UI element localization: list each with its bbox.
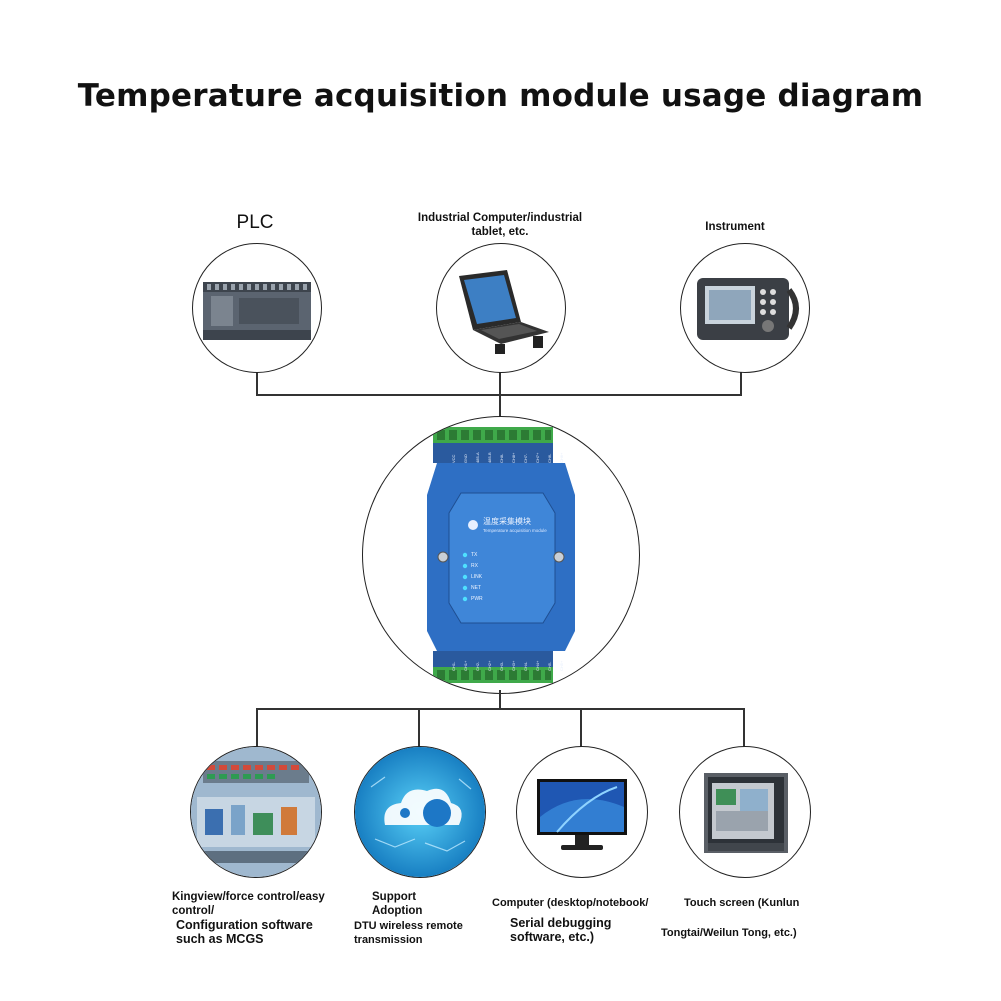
touch-screen-label-1: Touch screen (Kunlun	[684, 897, 800, 909]
top-terminal-label-9: CH6+	[559, 452, 564, 463]
plc-icon	[203, 282, 311, 340]
instrument-label: Instrument	[705, 221, 765, 233]
computer-drop-line-bottom	[580, 708, 582, 750]
instrument-icon	[697, 278, 799, 340]
computer-drop-line	[499, 372, 501, 394]
module-name-cn: 温度采集模块	[483, 517, 531, 526]
module-down-line	[499, 690, 501, 709]
top-terminal-label-7: CH7+	[535, 452, 540, 463]
top-terminal-label-6: CH7-	[523, 453, 528, 463]
bottom-terminal-label-4: CH3-	[499, 661, 504, 671]
led-label-tx: TX	[471, 552, 478, 558]
bottom-terminal-label-1: CH1+	[463, 660, 468, 671]
touch-panel-icon	[704, 773, 788, 853]
dtu-circle	[354, 746, 486, 878]
top-terminal-label-4: CH8-	[499, 453, 504, 463]
top-terminal-label-5: CH8+	[511, 452, 516, 463]
bottom-terminal-label-8: CH5-	[547, 661, 552, 671]
top-terminal-labels: VCC GND 485-A 485-B CH8- CH8+ CH7- CH7+ CH6- CH6+	[451, 445, 571, 463]
top-terminal-label-1: GND	[463, 454, 468, 463]
instrument-circle	[680, 243, 810, 373]
led-label-net: NET	[471, 585, 481, 591]
module-up-line	[499, 394, 501, 418]
plc-circle	[192, 243, 322, 373]
page-title: Temperature acquisition module usage dia…	[77, 78, 924, 114]
bottom-terminal-label-0: CH1-	[451, 661, 456, 671]
top-terminal-label-3: 485-B	[487, 452, 492, 463]
top-terminal-label-0: VCC	[451, 454, 456, 463]
config-software-label-2: Configuration software such as MCGS	[176, 918, 313, 946]
temperature-module-icon	[427, 427, 575, 683]
touch-screen-circle	[679, 746, 811, 878]
config-software-label-1: Kingview/force control/easy control/	[172, 891, 325, 917]
computer-circle	[516, 746, 648, 878]
led-label-rx: RX	[471, 563, 478, 569]
module-name-en: Temperature acquisition module	[483, 528, 547, 533]
industrial-computer-circle	[436, 243, 566, 373]
dtu-drop-line	[418, 708, 420, 750]
top-terminal-label-2: 485-A	[475, 452, 480, 463]
computer-label-1: Computer (desktop/notebook/	[492, 897, 649, 909]
scada-screen-icon	[191, 747, 321, 877]
monitor-icon	[537, 779, 627, 850]
bottom-terminal-labels: CH1- CH1+ CH2- CH2+ CH3- CH3+ CH4- CH4+ CH5- CH5+	[451, 653, 571, 671]
industrial-computer-label: Industrial Computer/industrial tablet, e…	[417, 212, 583, 238]
instrument-drop-line	[740, 368, 742, 394]
rugged-laptop-icon	[459, 270, 549, 354]
dtu-label-2: DTU wireless remote transmission	[354, 920, 463, 946]
bottom-terminal-label-7: CH4+	[535, 660, 540, 671]
bottom-terminal-label-9: CH5+	[559, 660, 564, 671]
config-software-circle	[190, 746, 322, 878]
dtu-label-1: Support Adoption	[372, 891, 423, 917]
led-label-pwr: PWR	[471, 596, 483, 602]
top-terminal-label-8: CH6-	[547, 453, 552, 463]
module-circle: 温度采集模块 Temperature acquisition module TX…	[362, 416, 640, 694]
touch-screen-label-2: Tongtai/Weilun Tong, etc.)	[661, 927, 797, 939]
bottom-terminal-label-6: CH4-	[523, 661, 528, 671]
plc-drop-line	[256, 368, 258, 394]
config-drop-line	[256, 708, 258, 750]
bottom-terminal-label-2: CH2-	[475, 661, 480, 671]
computer-label-2: Serial debugging software, etc.)	[510, 916, 612, 944]
bottom-terminal-label-3: CH2+	[487, 660, 492, 671]
bottom-bus-line	[256, 708, 744, 710]
plc-label: PLC	[236, 212, 274, 233]
led-label-link: LINK	[471, 574, 483, 580]
touch-drop-line	[743, 708, 745, 750]
bottom-terminal-label-5: CH3+	[511, 660, 516, 671]
cloud-network-icon	[355, 747, 485, 877]
